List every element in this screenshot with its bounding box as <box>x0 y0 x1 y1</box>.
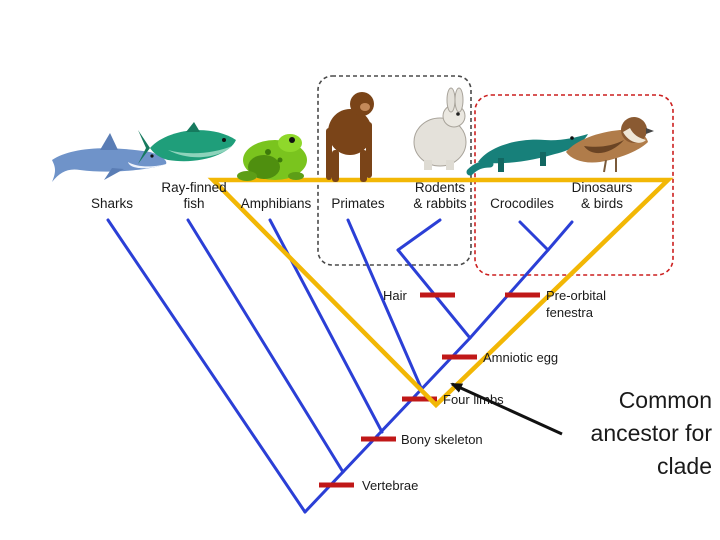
taxon-label-amphibians: Amphibians <box>241 196 312 211</box>
taxon-label-primates: Primates <box>331 196 385 211</box>
common-ancestor-callout: Common ancestor for clade <box>542 384 712 483</box>
trait-label-hair: Hair <box>383 288 408 303</box>
callout-line-2: ancestor for <box>590 420 712 446</box>
trait-label-bony-skeleton: Bony skeleton <box>401 432 483 447</box>
taxon-label-rodents-rabbits: Rodents& rabbits <box>413 180 467 211</box>
taxon-label-crocodiles: Crocodiles <box>490 196 554 211</box>
chimpanzee-icon <box>326 92 374 182</box>
clade-triangle <box>207 177 674 409</box>
trait-label-amniotic-egg: Amniotic egg <box>483 350 558 365</box>
taxon-label-sharks: Sharks <box>91 196 133 211</box>
shark-icon <box>52 133 167 182</box>
crocodile-icon <box>466 134 588 176</box>
taxon-label-dinosaurs-birds: Dinosaurs& birds <box>572 180 633 211</box>
callout-line-1: Common <box>618 387 712 413</box>
sparrow-icon <box>566 117 654 173</box>
trait-label-vertebrae: Vertebrae <box>362 478 418 493</box>
trait-label-four-limbs: Four limbs <box>443 392 504 407</box>
tree-branches <box>106 218 574 514</box>
trait-bars <box>319 292 540 488</box>
callout-line-3: clade <box>657 453 712 479</box>
rabbit-icon <box>413 87 467 170</box>
frog-icon <box>237 134 307 181</box>
tuna-icon <box>138 122 236 164</box>
ancestor-arrow <box>450 382 563 436</box>
